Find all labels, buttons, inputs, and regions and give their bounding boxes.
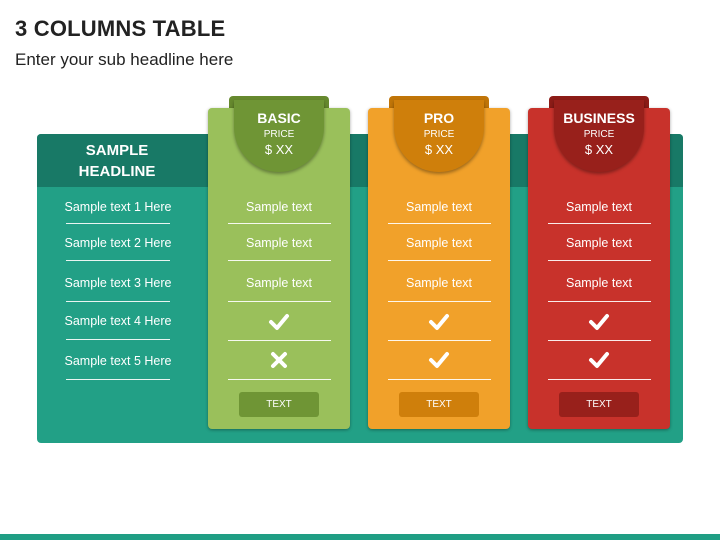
feature-divider (66, 301, 170, 302)
pro-text-button[interactable]: TEXT (399, 392, 479, 417)
plan-cell: Sample text (565, 236, 632, 250)
cell-divider (548, 301, 651, 302)
cell-divider (548, 340, 651, 341)
cell-divider (388, 340, 491, 341)
feature-label: Sample text 1 Here (64, 200, 172, 214)
cell-divider (228, 260, 331, 261)
check-icon (269, 314, 289, 330)
plan-badge-business: BUSINESS PRICE $ XX (554, 100, 644, 172)
cell-divider (548, 223, 651, 224)
bottom-accent-bar (0, 534, 720, 540)
price-value: $ XX (584, 142, 614, 157)
plan-badge-basic: BASIC PRICE $ XX (234, 100, 324, 172)
cell-divider (228, 223, 331, 224)
cell-divider (388, 260, 491, 261)
page-subtitle: Enter your sub headline here (15, 50, 234, 69)
feature-divider (66, 339, 170, 340)
cell-divider (388, 223, 491, 224)
price-value: $ XX (264, 142, 294, 157)
check-icon (589, 314, 609, 330)
plan-cell: Sample text (245, 200, 312, 214)
feature-label: Sample text 5 Here (64, 354, 172, 368)
price-value: $ XX (424, 142, 454, 157)
feature-label: Sample text 4 Here (64, 314, 172, 328)
plan-cell: Sample text (245, 236, 312, 250)
feature-divider (66, 223, 170, 224)
cell-divider (388, 301, 491, 302)
cell-divider (228, 379, 331, 380)
check-icon (429, 352, 449, 368)
cross-icon (271, 352, 287, 368)
plan-cell: Sample text (565, 200, 632, 214)
page-title: 3 COLUMNS TABLE (15, 16, 226, 41)
plan-badge-pro: PRO PRICE $ XX (394, 100, 484, 172)
cell-divider (548, 379, 651, 380)
price-label: PRICE (423, 129, 455, 140)
plan-cell: Sample text (405, 276, 472, 290)
check-icon (589, 352, 609, 368)
plan-cell: Sample text (565, 276, 632, 290)
feature-divider (66, 260, 170, 261)
feature-label: Sample text 3 Here (64, 276, 172, 290)
cell-divider (228, 340, 331, 341)
plan-cell: Sample text (405, 200, 472, 214)
business-text-button[interactable]: TEXT (559, 392, 639, 417)
plan-name: BUSINESS (563, 110, 635, 126)
plan-name: BASIC (257, 110, 301, 126)
feature-label: Sample text 2 Here (64, 236, 172, 250)
cell-divider (548, 260, 651, 261)
plan-name: PRO (423, 110, 455, 126)
cell-divider (388, 379, 491, 380)
cell-divider (228, 301, 331, 302)
features-headline: SAMPLE HEADLINE (78, 142, 156, 180)
feature-divider (66, 379, 170, 380)
price-label: PRICE (583, 129, 615, 140)
plan-cell: Sample text (405, 236, 472, 250)
check-icon (429, 314, 449, 330)
basic-text-button[interactable]: TEXT (239, 392, 319, 417)
price-label: PRICE (263, 129, 295, 140)
plan-cell: Sample text (245, 276, 312, 290)
